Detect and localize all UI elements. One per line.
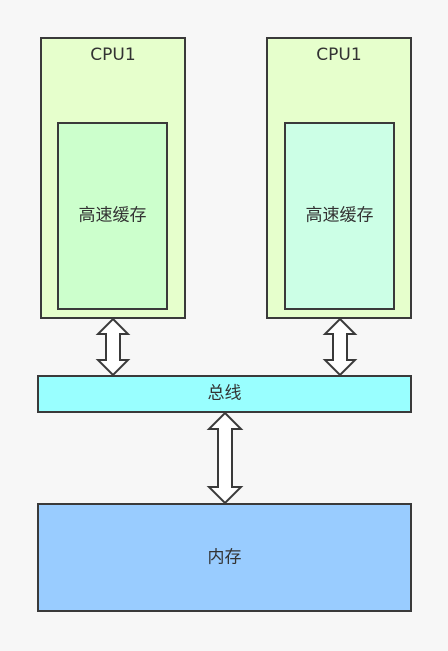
memory-label: 内存 [207, 547, 242, 567]
double-arrow-cpu2-bus [322, 317, 358, 377]
cache-box-1: 高速缓存 [57, 122, 168, 310]
cache-box-2: 高速缓存 [284, 122, 395, 310]
cpu-label: CPU1 [316, 45, 362, 65]
cache-label: 高速缓存 [78, 205, 147, 226]
double-arrow-cpu1-bus [95, 317, 131, 377]
bus-box: 总线 [37, 375, 412, 413]
cpu-label: CPU1 [90, 45, 136, 65]
memory-box: 内存 [37, 503, 412, 612]
double-arrow-bus-memory [206, 411, 244, 505]
bus-label: 总线 [207, 383, 242, 404]
cache-label: 高速缓存 [305, 205, 374, 226]
